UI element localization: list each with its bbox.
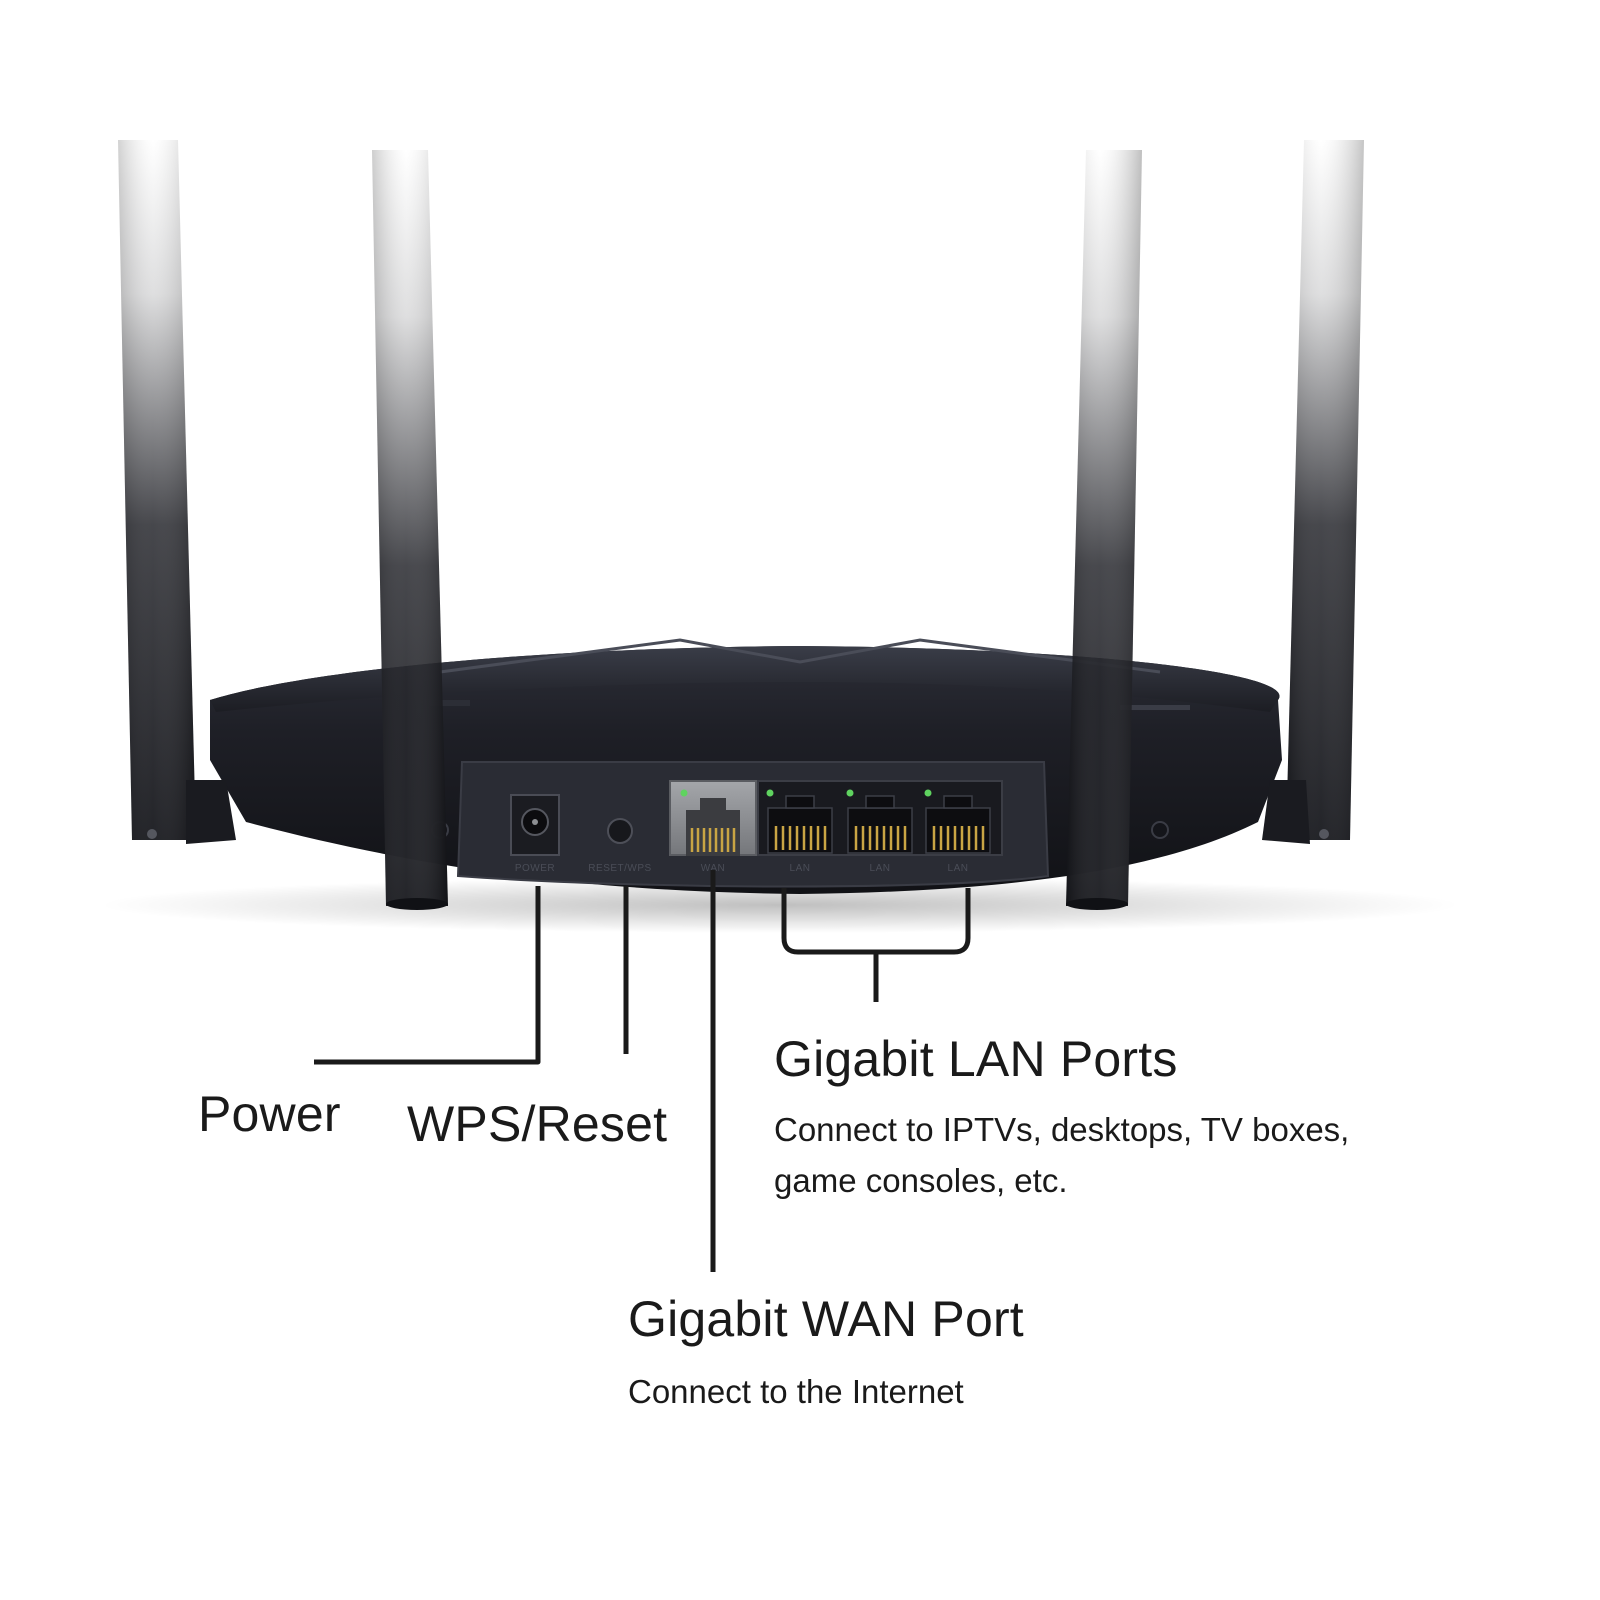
callout-desc-wan: Connect to the Internet — [628, 1373, 964, 1410]
antenna-outer-right — [1286, 140, 1364, 840]
callout-desc-lan-line2: game consoles, etc. — [774, 1162, 1068, 1199]
callout-title-lan: Gigabit LAN Ports — [774, 1031, 1178, 1087]
antenna-inner-left — [372, 150, 448, 910]
callout-title-power: Power — [198, 1086, 341, 1142]
panel-label-lan-2: LAN — [870, 863, 891, 874]
lan-port-3 — [924, 789, 991, 854]
lan-port-2 — [846, 789, 913, 854]
callout-lines — [314, 870, 971, 1272]
panel-label-reset-wps: RESET/WPS — [588, 863, 651, 874]
callout-title-wps-reset: WPS/Reset — [407, 1096, 668, 1152]
lan-port-1 — [766, 789, 833, 854]
callout-title-wan: Gigabit WAN Port — [628, 1291, 1024, 1347]
callout-line-power — [314, 886, 541, 1065]
antenna-outer-left — [118, 140, 196, 840]
callout-desc-lan-line1: Connect to IPTVs, desktops, TV boxes, — [774, 1111, 1350, 1148]
panel-label-wan: WAN — [701, 863, 725, 874]
panel-label-power: POWER — [515, 863, 555, 874]
panel-label-lan-1: LAN — [790, 863, 811, 874]
panel-label-lan-3: LAN — [948, 863, 969, 874]
reset-button-hole — [607, 818, 633, 844]
antenna-inner-right — [1066, 150, 1142, 910]
wan-port — [669, 780, 757, 856]
power-jack — [510, 794, 560, 856]
